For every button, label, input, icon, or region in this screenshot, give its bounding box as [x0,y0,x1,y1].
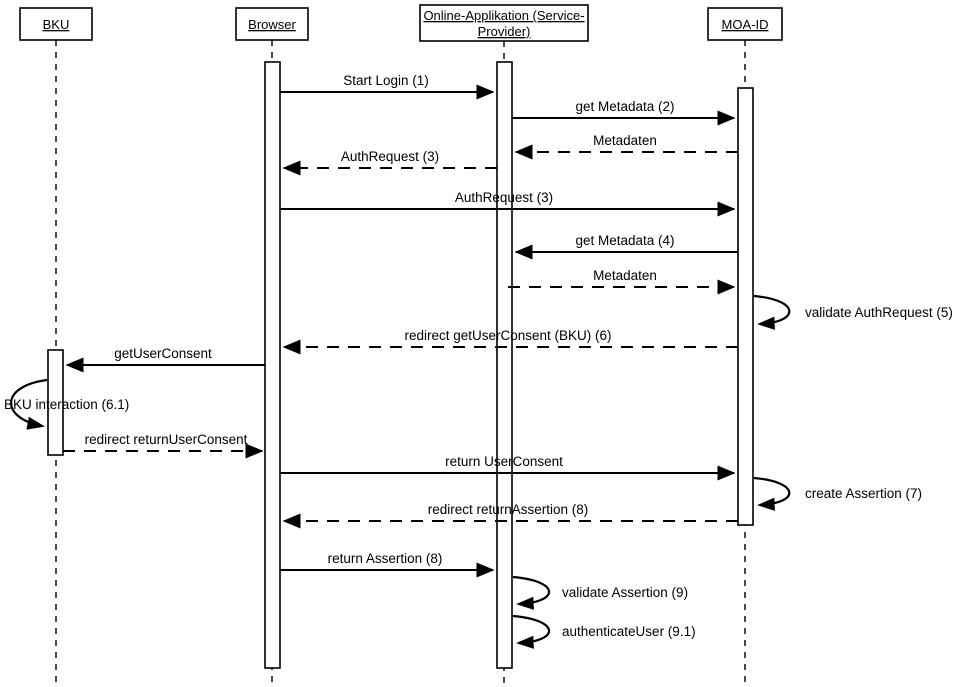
self-message-bku-interaction[interactable]: BKU interaction (6.1) [4,378,129,430]
participant-box-moaid[interactable] [707,7,783,41]
message-label-get-metadata-2: get Metadata (2) [575,99,674,114]
activation-bar-bku [47,349,64,456]
message-label-metadaten-2: Metadaten [593,268,657,283]
participant-box-browser[interactable] [235,7,309,41]
message-label-authrequest-3a: AuthRequest (3) [341,149,439,164]
participant-box-oa[interactable] [419,4,589,42]
message-metadaten-1[interactable]: Metadaten [514,133,738,160]
message-label-redirect-returnassertion: redirect returnAssertion (8) [428,502,589,517]
message-get-metadata-4[interactable]: get Metadata (4) [514,233,738,260]
participant-label-moaid: MOA-ID [722,17,769,32]
self-message-authenticate-user[interactable]: authenticateUser (9.1) [512,614,696,649]
message-metadaten-2[interactable]: Metadaten [508,268,736,295]
self-message-label-authenticate-user: authenticateUser (9.1) [562,624,696,639]
activation-bars-group [47,61,754,669]
message-label-redirect-getuserconsent: redirect getUserConsent (BKU) (6) [404,328,611,343]
self-message-label-validate-assertion: validate Assertion (9) [562,585,688,600]
message-return-assertion[interactable]: return Assertion (8) [280,551,495,578]
message-label-get-metadata-4: get Metadata (4) [575,233,674,248]
participant-browser[interactable]: Browser [235,7,309,41]
message-label-authrequest-3b: AuthRequest (3) [455,190,553,205]
message-start-login[interactable]: Start Login (1) [280,73,495,100]
message-authrequest-3b[interactable]: AuthRequest (3) [280,190,736,217]
self-message-create-assertion[interactable]: create Assertion (7) [753,476,922,511]
message-redirect-returnuserconsent[interactable]: redirect returnUserConsent [63,432,264,459]
participant-label-oa-line1: Online-Applikation (Service- [423,8,584,23]
message-label-return-userconsent: return UserConsent [445,454,563,469]
self-message-validate-assertion[interactable]: validate Assertion (9) [512,575,688,610]
participant-online-applikation[interactable]: Online-Applikation (Service- Provider) [419,4,589,42]
participant-label-bku: BKU [43,17,70,32]
message-get-metadata-2[interactable]: get Metadata (2) [512,99,736,126]
self-message-label-validate-authrequest: validate AuthRequest (5) [805,305,953,320]
participant-label-browser: Browser [248,17,296,32]
message-label-metadaten-1: Metadaten [593,133,657,148]
participant-bku[interactable]: BKU [19,7,93,41]
participant-moa-id[interactable]: MOA-ID [707,7,783,41]
message-redirect-returnassertion[interactable]: redirect returnAssertion (8) [282,502,738,529]
participant-label-oa-line2: Provider) [478,24,531,39]
message-return-userconsent[interactable]: return UserConsent [280,454,736,481]
activation-bar-oa [496,61,513,669]
self-message-validate-authrequest[interactable]: validate AuthRequest (5) [753,294,953,330]
message-label-return-assertion: return Assertion (8) [328,551,443,566]
activation-bar-moaid [737,87,754,526]
self-message-arrow-create-assertion[interactable] [753,476,791,511]
message-redirect-getuserconsent[interactable]: redirect getUserConsent (BKU) (6) [282,328,738,355]
self-message-arrow-validate-assertion[interactable] [512,575,551,610]
message-label-start-login: Start Login (1) [343,73,429,88]
activation-bar-browser [264,61,281,669]
message-getuserconsent[interactable]: getUserConsent [65,346,265,373]
message-label-getuserconsent: getUserConsent [114,346,212,361]
self-message-arrow-authenticate-user[interactable] [512,614,551,649]
self-message-arrow-bku-interaction[interactable] [10,378,48,430]
participant-box-bku[interactable] [19,7,93,41]
message-label-redirect-returnuserconsent: redirect returnUserConsent [85,432,248,447]
self-message-arrow-validate-authrequest[interactable] [753,294,791,330]
self-message-label-create-assertion: create Assertion (7) [805,486,922,501]
self-message-label-bku-interaction: BKU interaction (6.1) [4,397,129,412]
message-authrequest-3a[interactable]: AuthRequest (3) [282,149,497,176]
